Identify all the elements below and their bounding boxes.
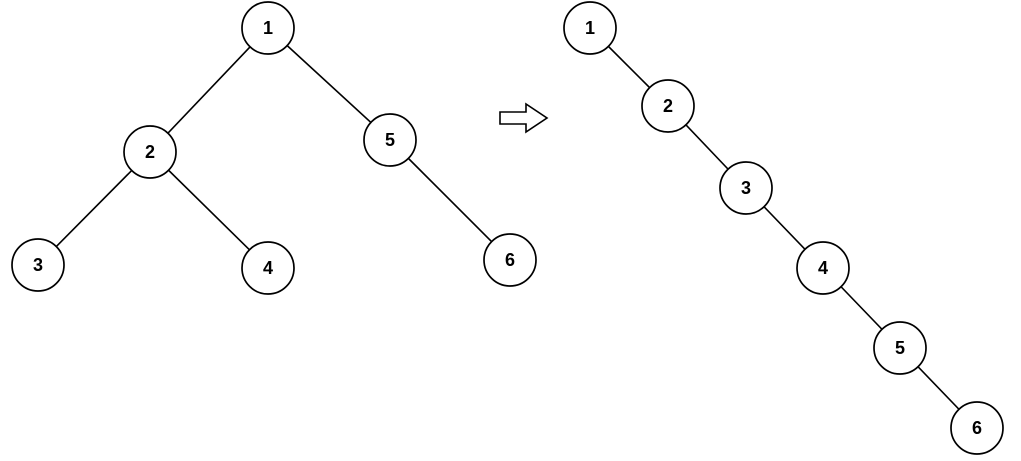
flattened-list-node-6	[950, 401, 1004, 455]
flattened-list-node-3	[719, 161, 773, 215]
binary-tree-node-6	[483, 233, 537, 287]
binary-tree-node-2	[123, 125, 177, 179]
flattened-list-node-2	[641, 79, 695, 133]
binary-tree-node-3	[11, 238, 65, 292]
flattened-list-node-label-6: 6	[972, 418, 982, 438]
binary-tree-node-label-6: 6	[505, 250, 515, 270]
flattened-list-node-label-1: 1	[585, 18, 595, 38]
binary-tree-node-4	[241, 241, 295, 295]
binary-tree: 1 2 5 3 4 6	[11, 1, 537, 295]
flattened-list-node-5	[873, 321, 927, 375]
binary-tree-node-label-1: 1	[263, 18, 273, 38]
binary-tree-edge-5-6	[389, 139, 511, 261]
binary-tree-node-label-3: 3	[33, 255, 43, 275]
binary-tree-edge-1-5	[267, 27, 391, 141]
flattened-list: 1 2 3 4 5 6	[563, 1, 1004, 455]
flattened-list-node-label-4: 4	[818, 258, 828, 278]
binary-tree-node-label-4: 4	[263, 258, 273, 278]
binary-tree-node-1	[241, 1, 295, 55]
flattened-list-node-label-5: 5	[895, 338, 905, 358]
right-arrow-icon	[499, 102, 549, 134]
binary-tree-node-label-5: 5	[385, 130, 395, 150]
flattened-list-node-label-3: 3	[741, 178, 751, 198]
binary-tree-node-5	[363, 113, 417, 167]
binary-tree-edge-2-4	[149, 151, 269, 269]
binary-tree-node-label-2: 2	[145, 142, 155, 162]
flattened-list-node-label-2: 2	[663, 96, 673, 116]
flattened-list-node-4	[796, 241, 850, 295]
binary-tree-edge-1-2	[149, 27, 269, 153]
flattened-list-node-1	[563, 1, 617, 55]
